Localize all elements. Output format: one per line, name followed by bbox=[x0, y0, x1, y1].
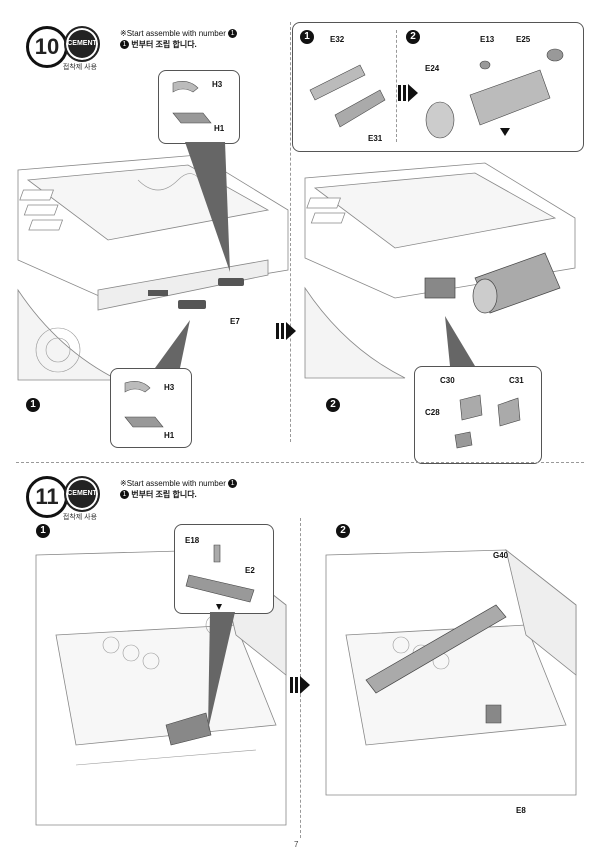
part-e18-e2-drawing bbox=[185, 544, 255, 610]
sub-step-marker-2: 2 bbox=[336, 524, 350, 538]
part-label-h3: H3 bbox=[212, 80, 223, 89]
sub-step-marker-2: 2 bbox=[326, 398, 340, 412]
part-label-e25: E25 bbox=[516, 35, 531, 44]
note-kr: 번부터 조립 합니다. bbox=[131, 40, 197, 49]
part-e24-e13-e25-drawing bbox=[425, 48, 564, 139]
cement-icon: CEMENT bbox=[64, 476, 100, 512]
callout-box-h3-h1-bottom bbox=[110, 368, 192, 448]
part-label-e31: E31 bbox=[368, 134, 383, 143]
step-10-note: ※Start assemble with number 1 1 번부터 조립 합… bbox=[120, 28, 238, 50]
part-label-h3: H3 bbox=[164, 383, 175, 392]
part-label-e8: E8 bbox=[516, 806, 526, 815]
subassembly-divider bbox=[396, 30, 397, 142]
sub-marker-2: 2 bbox=[406, 30, 420, 44]
part-label-e2: E2 bbox=[245, 566, 255, 575]
triangle-arrow-icon bbox=[216, 604, 222, 610]
column-divider bbox=[290, 22, 291, 442]
note-marker-icon: 1 bbox=[120, 490, 129, 500]
triangle-arrow-icon bbox=[500, 128, 510, 136]
sub-step-marker-1: 1 bbox=[26, 398, 40, 412]
hull-drawing-10-2 bbox=[304, 162, 576, 379]
section-divider bbox=[16, 462, 584, 463]
note-en: ※Start assemble with number bbox=[120, 29, 226, 38]
callout-pointer bbox=[445, 316, 475, 366]
note-marker-icon: 1 bbox=[228, 479, 238, 489]
part-label-h1: H1 bbox=[164, 431, 175, 440]
double-bar-arrow-icon bbox=[286, 322, 296, 340]
part-c30-c31-c28-drawing bbox=[454, 394, 521, 449]
double-bar-arrow-icon bbox=[300, 676, 310, 694]
note-kr: 번부터 조립 합니다. bbox=[131, 490, 197, 499]
note-en: ※Start assemble with number bbox=[120, 479, 226, 488]
double-bar-arrow-icon bbox=[408, 84, 418, 102]
part-label-c31: C31 bbox=[509, 376, 524, 385]
sub-step-marker-1: 1 bbox=[36, 524, 50, 538]
part-h3-h1-drawing bbox=[124, 381, 164, 428]
step-number-10: 10 bbox=[26, 26, 68, 68]
part-label-e32: E32 bbox=[330, 35, 345, 44]
cement-sub-label: 접착제 사용 bbox=[62, 514, 98, 521]
part-label-h1: H1 bbox=[214, 124, 225, 133]
cement-icon: CEMENT bbox=[64, 26, 100, 62]
callout-box-e18-e2 bbox=[174, 524, 274, 614]
part-label-e24: E24 bbox=[425, 64, 440, 73]
part-e32-e31-drawing bbox=[309, 64, 386, 128]
cement-sub-label: 접착제 사용 bbox=[62, 64, 98, 71]
page-number: 7 bbox=[294, 840, 299, 849]
note-marker-icon: 1 bbox=[228, 29, 238, 39]
note-marker-icon: 1 bbox=[120, 40, 129, 50]
part-label-e18: E18 bbox=[185, 536, 200, 545]
part-label-e7: E7 bbox=[230, 317, 240, 326]
part-label-c28: C28 bbox=[425, 408, 440, 417]
sub-marker-1: 1 bbox=[300, 30, 314, 44]
callout-pointer bbox=[208, 612, 235, 730]
callout-pointer bbox=[155, 320, 190, 368]
part-label-c30: C30 bbox=[440, 376, 455, 385]
part-label-g40: G40 bbox=[493, 551, 509, 560]
hull-drawing-11-2 bbox=[325, 548, 577, 796]
callout-box-h3-h1-top bbox=[158, 70, 240, 144]
callout-pointer bbox=[185, 142, 230, 272]
step-11-note: ※Start assemble with number 1 1 번부터 조립 합… bbox=[120, 478, 238, 500]
part-h3-h1-drawing bbox=[172, 81, 212, 124]
part-label-e13: E13 bbox=[480, 35, 495, 44]
